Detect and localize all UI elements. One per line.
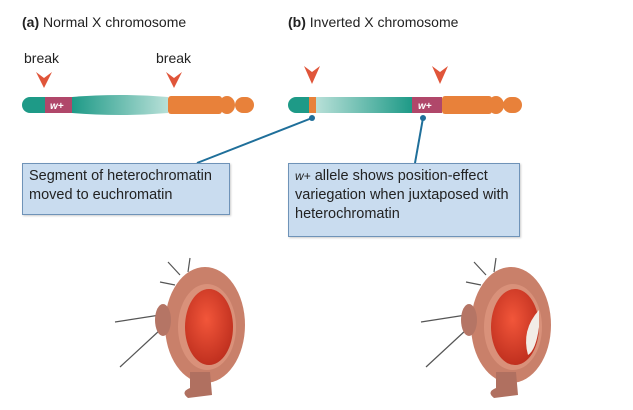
panel-b-title: (b) Inverted X chromosome (288, 14, 459, 30)
leader-line (414, 117, 424, 164)
callout-position-effect: w+ allele shows position-effect variegat… (288, 163, 520, 237)
break-label: break (156, 50, 192, 66)
gene-label: w+ (418, 101, 432, 112)
break-arrow-icon (36, 72, 52, 88)
break-arrow-icon (166, 72, 182, 88)
normal-x-chromosome: w+ (22, 95, 254, 115)
fly-head-normal-eye (114, 257, 245, 398)
break-arrow-icon (304, 66, 320, 84)
fly-head-variegated-eye (420, 257, 551, 398)
inverted-x-chromosome: w+ (288, 96, 522, 114)
break-label: break (24, 50, 60, 66)
callout-heterochromatin-segment: Segment of heterochromatin moved to euch… (22, 163, 230, 215)
leader-line (196, 117, 313, 164)
w-plus-gene-band (45, 97, 72, 113)
panel-a-title: (a) Normal X chromosome (22, 14, 187, 30)
w-plus-gene-band (412, 97, 442, 113)
gene-name: w+ (295, 169, 311, 183)
red-eye (185, 289, 233, 365)
white-eye-patch (526, 310, 539, 355)
gene-label: w+ (50, 101, 64, 112)
break-arrow-icon (432, 66, 448, 84)
